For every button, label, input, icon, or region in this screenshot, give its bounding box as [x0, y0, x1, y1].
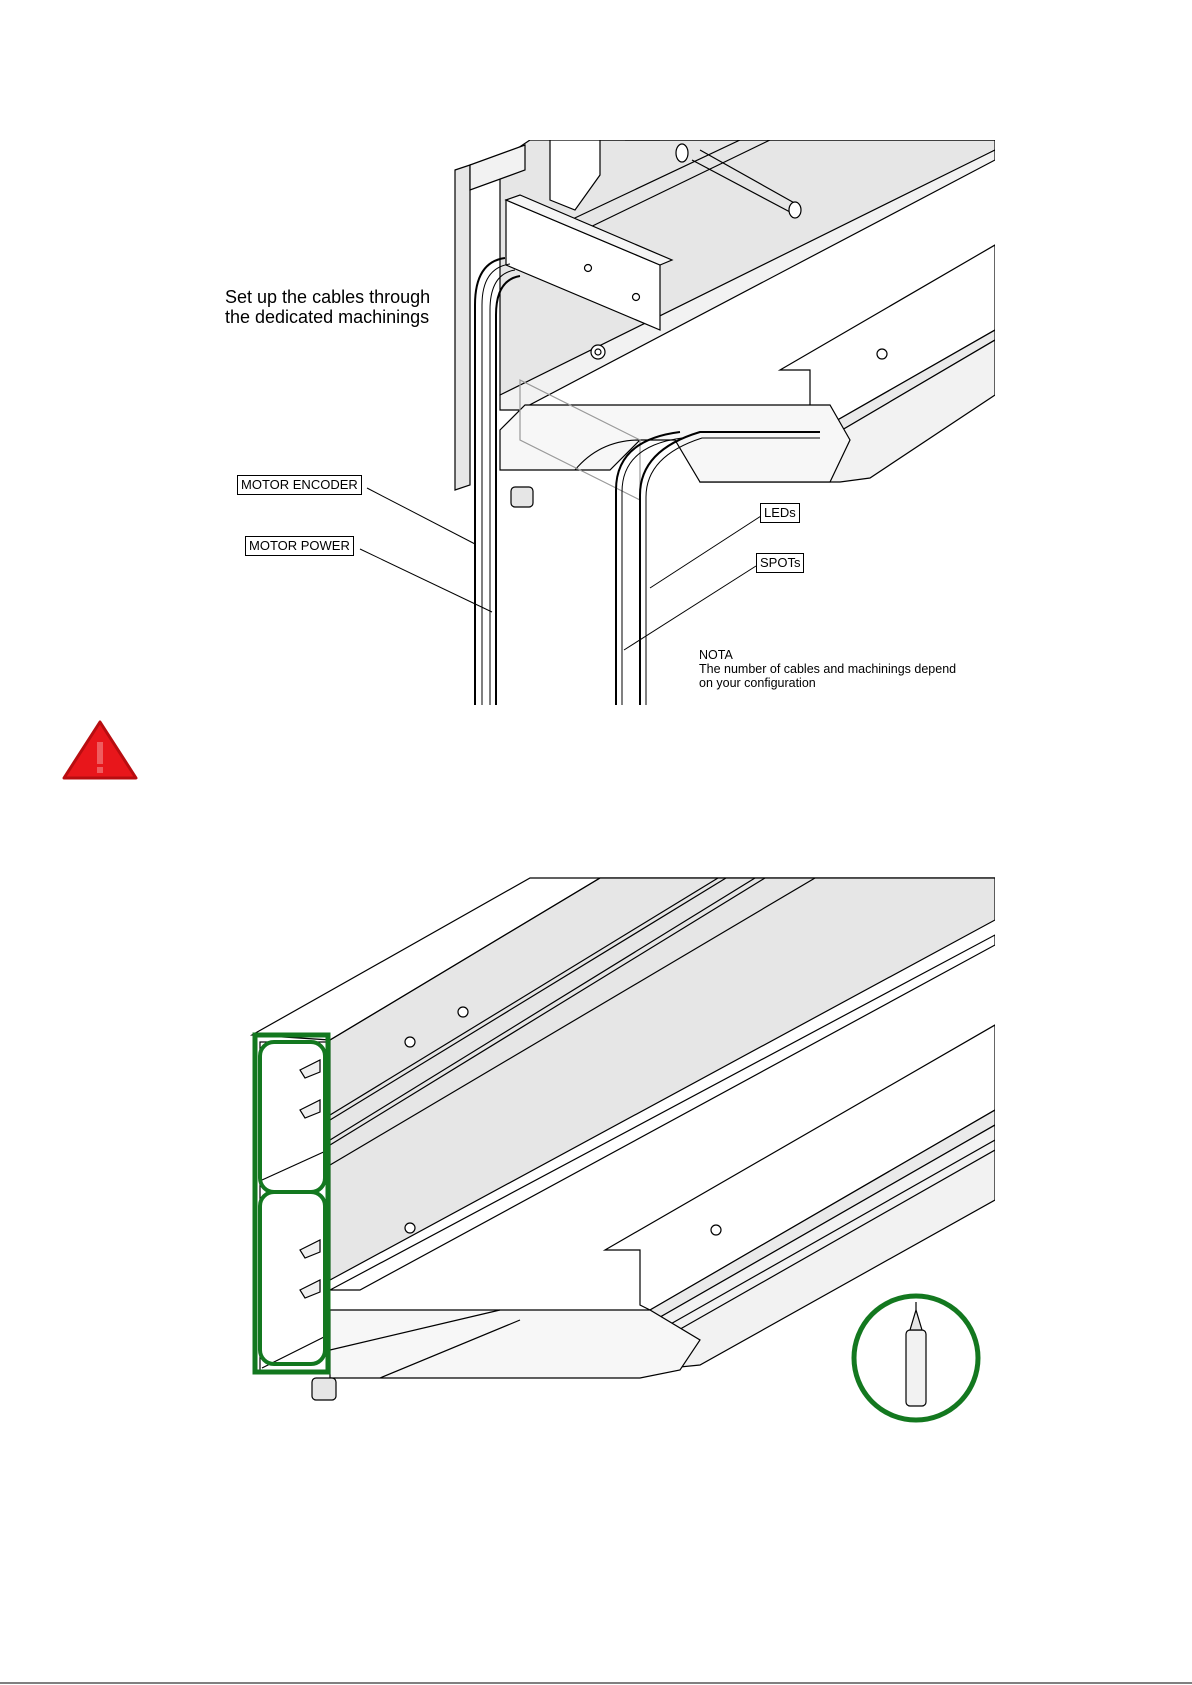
note-line-2: on your configuration — [699, 676, 956, 690]
callout-spots: SPOTs — [756, 553, 804, 573]
callout-motor-power: MOTOR POWER — [245, 536, 354, 556]
configuration-note: NOTA The number of cables and machinings… — [699, 648, 956, 690]
callout-leds: LEDs — [760, 503, 800, 523]
callout-motor-encoder: MOTOR ENCODER — [237, 475, 362, 495]
note-line-1: The number of cables and machinings depe… — [699, 662, 956, 676]
cable-routing-drawing — [455, 140, 995, 705]
instruction-line-1: Set up the cables through — [225, 287, 430, 307]
instruction-text: Set up the cables through the dedicated … — [225, 287, 430, 327]
callout-leaders — [360, 488, 761, 650]
note-title: NOTA — [699, 648, 956, 662]
warning-triangle-icon — [64, 722, 136, 778]
instruction-line-2: the dedicated machinings — [225, 307, 430, 327]
sealant-tube-icon — [854, 1296, 978, 1420]
